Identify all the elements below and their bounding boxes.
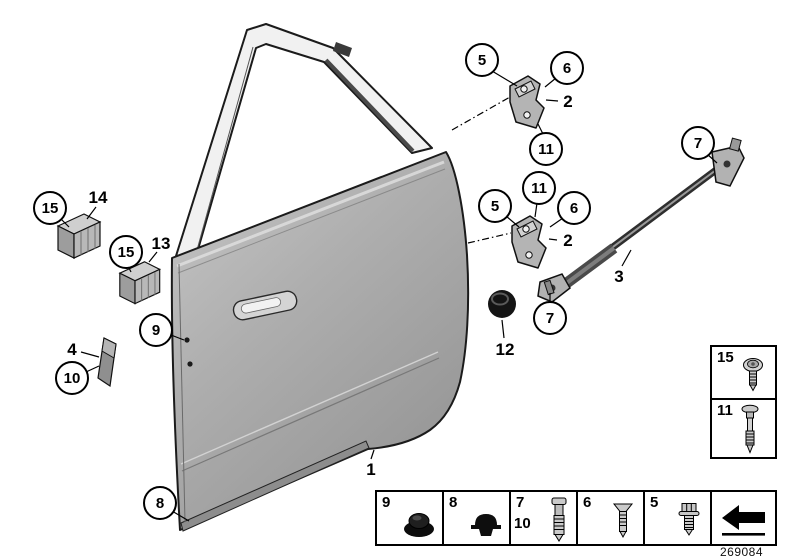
callout-15-left-upper[interactable]: 15 <box>33 191 67 225</box>
direction-arrow-icon <box>722 505 765 536</box>
callout-7-lower[interactable]: 7 <box>533 301 567 335</box>
svg-text:4: 4 <box>67 340 77 359</box>
callout-11-lower[interactable]: 11 <box>522 171 556 205</box>
legend-cell-8[interactable]: 8 <box>442 490 511 546</box>
callout-label: 15 <box>42 200 59 217</box>
callout-9[interactable]: 9 <box>139 313 173 347</box>
callout-6-upper[interactable]: 6 <box>550 51 584 85</box>
dome-plug-icon <box>404 513 434 537</box>
svg-text:13: 13 <box>152 234 171 253</box>
legend-label: 6 <box>583 494 592 511</box>
legend-label: 9 <box>382 494 391 511</box>
callout-5-upper[interactable]: 5 <box>465 43 499 77</box>
legend-label: 7 <box>516 494 525 511</box>
svg-text:12: 12 <box>496 340 515 359</box>
legend-cell-6[interactable]: 6 <box>576 490 645 546</box>
legend-cell-7-10[interactable]: 7 10 <box>509 490 578 546</box>
legend-label: 15 <box>717 349 734 366</box>
callout-label: 5 <box>491 198 499 215</box>
callout-label: 10 <box>64 370 81 387</box>
callout-12[interactable]: 12 <box>496 340 515 359</box>
callout-label: 15 <box>118 244 135 261</box>
callout-2-upper[interactable]: 2 <box>563 92 572 111</box>
callout-2-lower[interactable]: 2 <box>563 231 572 250</box>
svg-text:1: 1 <box>366 460 375 479</box>
callout-10[interactable]: 10 <box>55 361 89 395</box>
legend-label: 8 <box>449 494 458 511</box>
legend-cell-11[interactable]: 11 <box>710 398 777 459</box>
callout-label: 5 <box>478 52 486 69</box>
callout-label: 11 <box>531 180 547 197</box>
blind-plug <box>488 290 516 318</box>
callout-label: 6 <box>570 200 578 217</box>
callout-15-left-lower[interactable]: 15 <box>109 235 143 269</box>
legend-cell-9[interactable]: 9 <box>375 490 444 546</box>
legend-cell-5[interactable]: 5 <box>643 490 712 546</box>
callout-11-upper[interactable]: 11 <box>529 132 563 166</box>
callout-label: 9 <box>152 322 160 339</box>
callout-label: 7 <box>694 135 702 152</box>
legend-label: 5 <box>650 494 659 511</box>
svg-text:2: 2 <box>563 231 572 250</box>
hinge-upper <box>509 75 545 129</box>
callout-1[interactable]: 1 <box>366 460 375 479</box>
legend-cell-15[interactable]: 15 <box>710 345 777 400</box>
cap-plug-icon <box>471 514 501 536</box>
figure-number: 269084 <box>719 545 764 559</box>
countersunk-screw-icon <box>612 503 634 539</box>
door-brake <box>537 137 745 303</box>
damper-pad-large <box>56 213 102 259</box>
door-panel <box>170 151 470 532</box>
callout-14[interactable]: 14 <box>89 188 108 207</box>
callout-4[interactable]: 4 <box>67 340 77 359</box>
window-frame <box>175 23 433 257</box>
damper-pad-small <box>118 261 162 305</box>
leader-lines <box>60 70 718 522</box>
legend-label-secondary: 10 <box>514 515 531 532</box>
callout-8[interactable]: 8 <box>143 486 177 520</box>
long-bolt-icon <box>741 404 759 454</box>
svg-text:2: 2 <box>563 92 572 111</box>
callout-label: 11 <box>538 141 554 158</box>
callout-7-upper[interactable]: 7 <box>681 126 715 160</box>
door-pull-recess <box>232 290 298 321</box>
stay-pin <box>543 279 555 296</box>
torx-screw-icon <box>743 358 763 392</box>
door-bottom-moulding <box>180 440 370 532</box>
callout-13[interactable]: 13 <box>152 234 171 253</box>
svg-text:14: 14 <box>89 188 108 207</box>
callout-6-lower[interactable]: 6 <box>557 191 591 225</box>
legend-label: 11 <box>717 402 733 419</box>
legend-cell-direction[interactable] <box>710 490 777 546</box>
hinge-lower <box>511 215 547 269</box>
callout-label: 7 <box>546 310 554 327</box>
shoulder-screw-icon <box>551 497 567 542</box>
callout-5-lower[interactable]: 5 <box>478 189 512 223</box>
callout-label: 6 <box>563 60 571 77</box>
hex-flange-screw-icon <box>678 503 700 536</box>
callout-3[interactable]: 3 <box>614 267 623 286</box>
svg-text:3: 3 <box>614 267 623 286</box>
callout-label: 8 <box>156 495 164 512</box>
edge-protector <box>97 337 117 388</box>
